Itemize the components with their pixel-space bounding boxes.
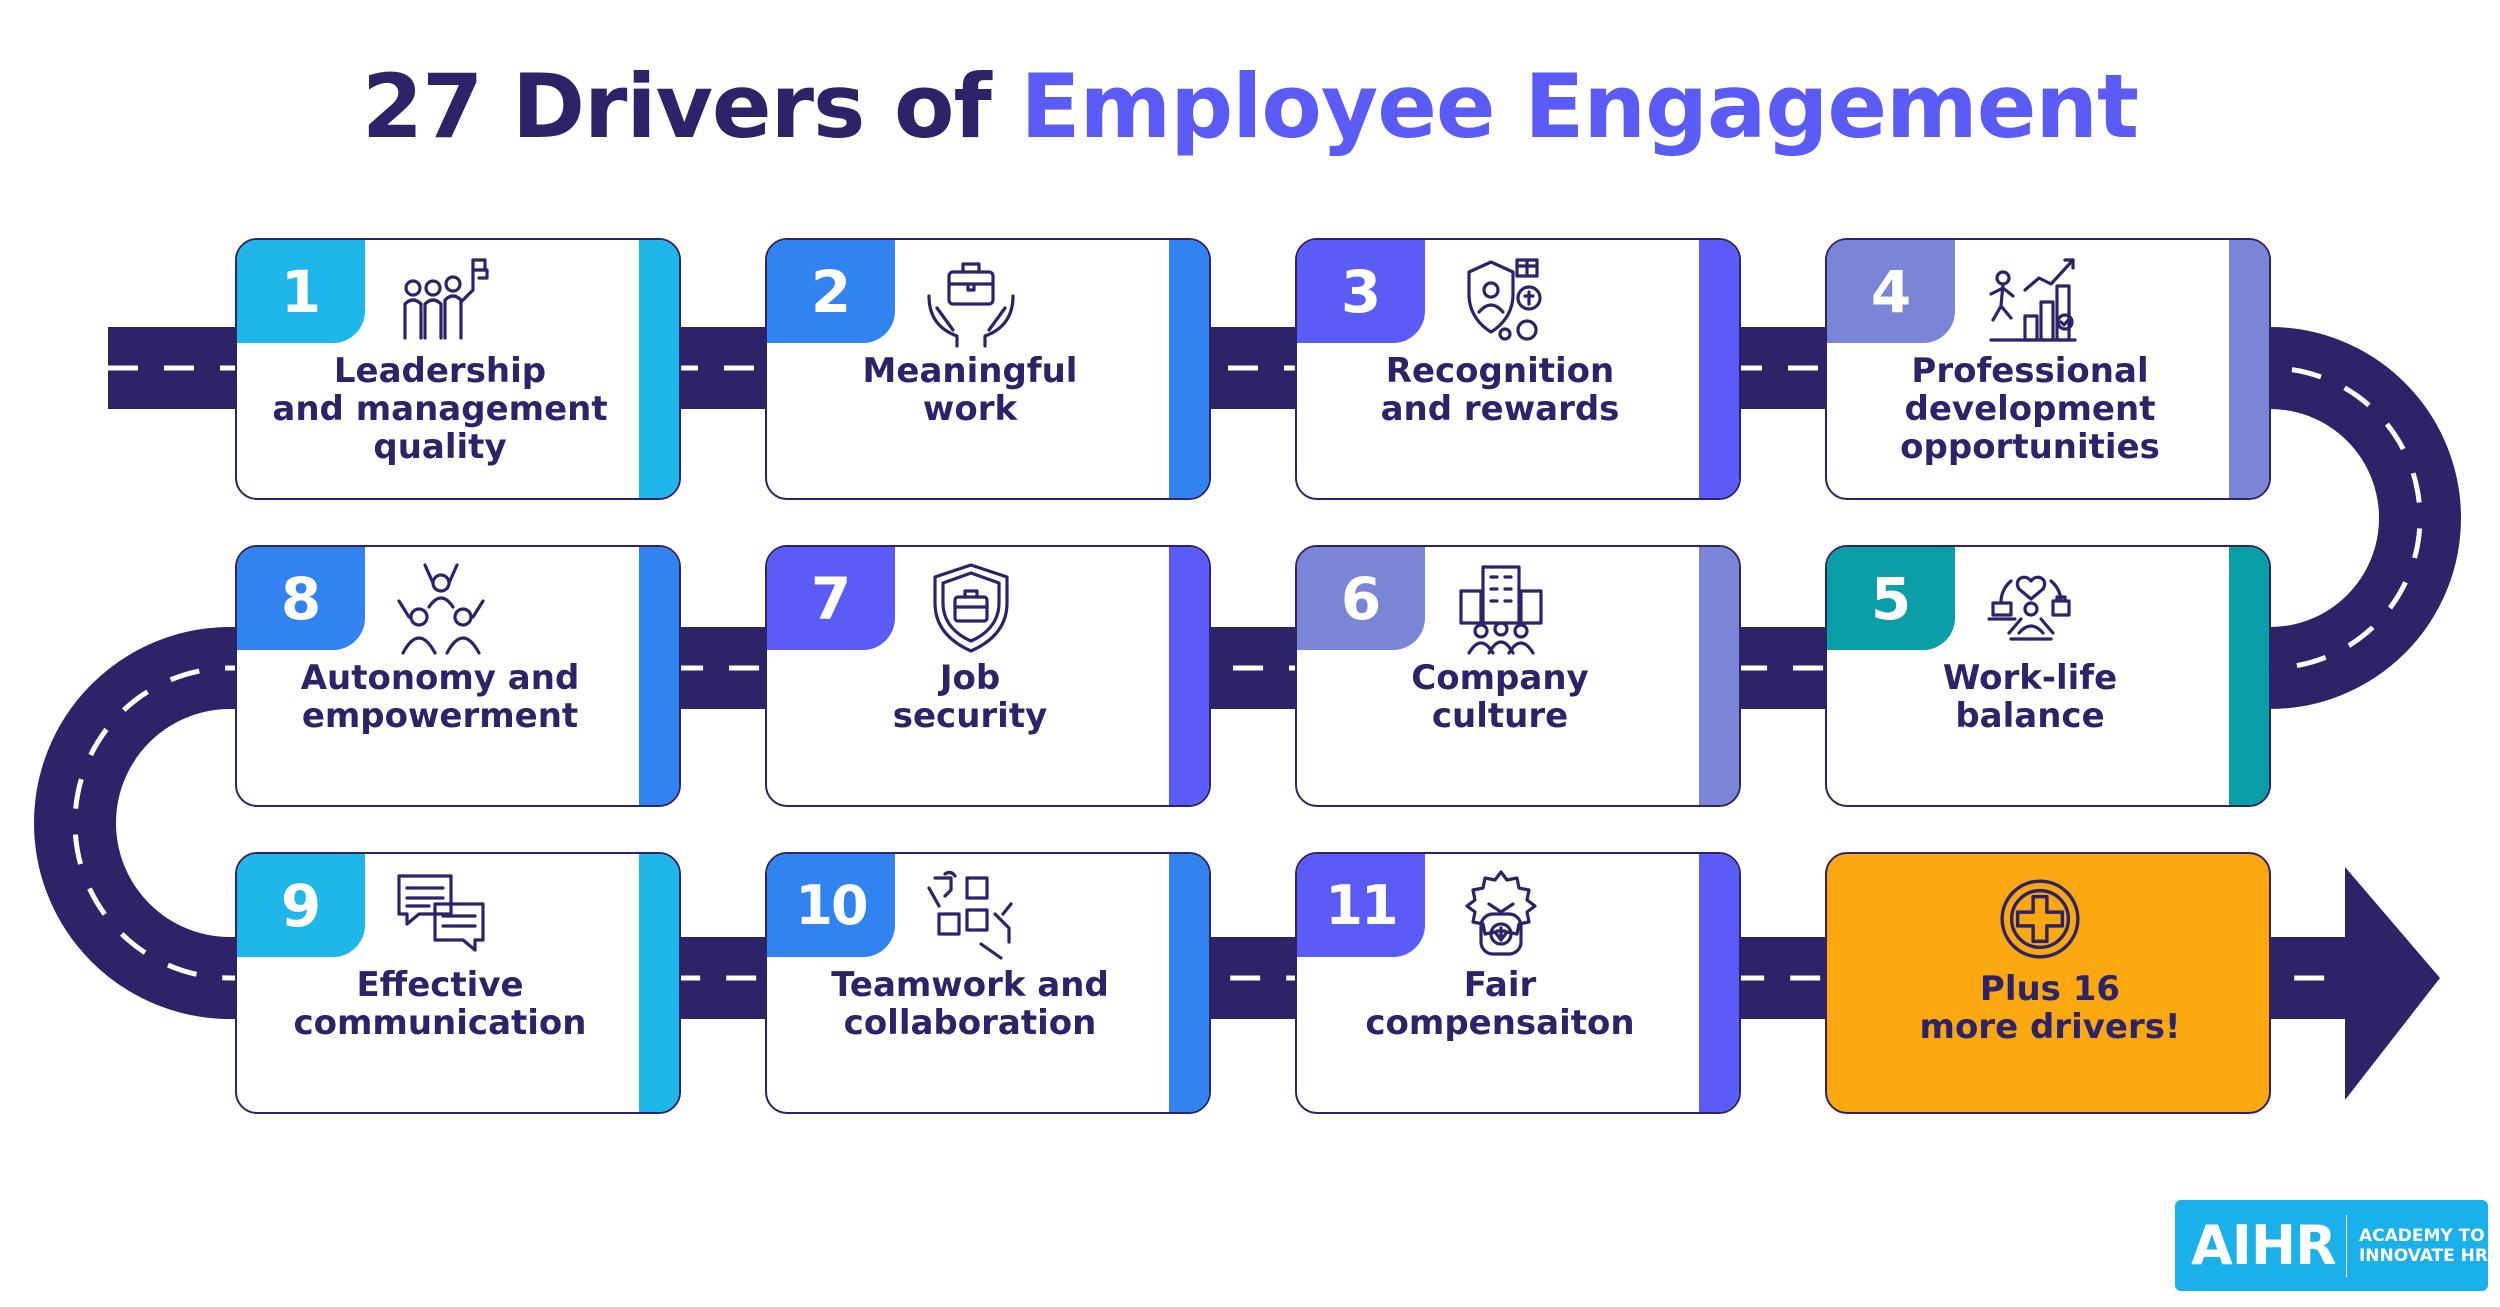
driver-number-badge: 2 — [767, 240, 895, 343]
logo-divider — [2345, 1214, 2347, 1277]
plus-circle-icon — [1997, 876, 2083, 962]
driver-label-line: and management — [272, 389, 608, 429]
driver-number-badge: 4 — [1827, 240, 1955, 343]
title-prefix: 27 Drivers of — [361, 55, 992, 158]
driver-label-line: work — [922, 389, 1018, 429]
reward-shield-icon — [1451, 250, 1551, 350]
driver-number-badge: 5 — [1827, 547, 1955, 650]
driver-label-line: Teamwork and — [831, 965, 1109, 1005]
more-label-line: Plus 16 — [1979, 969, 2121, 1009]
more-label-line: more drivers! — [1919, 1007, 2181, 1047]
driver-label-line: empowerment — [301, 696, 579, 736]
driver-label-line: Professional — [1911, 351, 2149, 391]
driver-number-badge: 8 — [237, 547, 365, 650]
driver-number-badge: 7 — [767, 547, 895, 650]
puzzle-hands-icon — [921, 864, 1021, 964]
driver-label-line: security — [892, 696, 1048, 736]
driver-color-bar — [1169, 547, 1209, 805]
driver-label-line: communication — [293, 1003, 587, 1043]
money-gear-icon — [1451, 864, 1551, 964]
driver-label-line: and rewards — [1380, 389, 1620, 429]
logo-line-1: ACADEMY TO — [2358, 1225, 2485, 1246]
driver-label-line: compensaiton — [1365, 1003, 1635, 1043]
road-arrow-head — [2345, 867, 2440, 1100]
driver-label-line: balance — [1955, 696, 2105, 736]
driver-label-line: collaboration — [843, 1003, 1097, 1043]
briefcase-in-hands-icon — [921, 250, 1021, 350]
driver-label-line: Company — [1411, 658, 1589, 698]
leadership-team-icon — [391, 250, 491, 350]
driver-label-line: Leadership — [333, 351, 547, 391]
driver-color-bar — [1169, 240, 1209, 498]
driver-color-bar — [1169, 854, 1209, 1112]
aihr-logo: AIHR ACADEMY TO INNOVATE HR — [2175, 1200, 2488, 1291]
chat-bubbles-icon — [391, 864, 491, 964]
driver-label-line: Recognition — [1385, 351, 1615, 391]
driver-number-badge: 9 — [237, 854, 365, 957]
driver-number-badge: 3 — [1297, 240, 1425, 343]
cheering-people-icon — [391, 557, 491, 657]
driver-label-line: Fair — [1463, 965, 1537, 1005]
driver-color-bar — [2229, 547, 2269, 805]
road-dashes — [72, 365, 2423, 981]
office-people-icon — [1451, 557, 1551, 657]
driver-number-badge: 6 — [1297, 547, 1425, 650]
driver-color-bar — [639, 547, 679, 805]
logo-mark: AIHR — [2191, 1214, 2337, 1277]
driver-color-bar — [639, 240, 679, 498]
driver-color-bar — [1699, 240, 1739, 498]
driver-color-bar — [2229, 240, 2269, 498]
driver-label-line: Job — [939, 658, 1001, 698]
driver-label-line: Autonomy and — [300, 658, 580, 698]
driver-label-line: culture — [1431, 696, 1569, 736]
page-title: 27 Drivers of Employee Engagement — [0, 55, 2500, 158]
driver-label-line: Effective — [356, 965, 524, 1005]
title-accent: Employee Engagement — [1020, 55, 2139, 158]
briefcase-shield-icon — [921, 557, 1021, 657]
driver-number-badge: 10 — [767, 854, 895, 957]
meditation-icon — [1981, 557, 2081, 657]
driver-number-badge: 1 — [237, 240, 365, 343]
logo-line-2: INNOVATE HR — [2358, 1245, 2488, 1266]
growth-stairs-icon — [1981, 250, 2081, 350]
driver-color-bar — [1699, 547, 1739, 805]
logo-tagline: ACADEMY TO INNOVATE HR — [2359, 1226, 2488, 1266]
driver-label-line: development — [1904, 389, 2156, 429]
driver-number-badge: 11 — [1297, 854, 1425, 957]
driver-label-line: Work-life — [1942, 658, 2118, 698]
driver-color-bar — [639, 854, 679, 1112]
driver-color-bar — [1699, 854, 1739, 1112]
driver-label-line: Meaningful — [862, 351, 1078, 391]
driver-label-line: opportunities — [1900, 427, 2160, 467]
driver-label-line: quality — [373, 427, 507, 467]
